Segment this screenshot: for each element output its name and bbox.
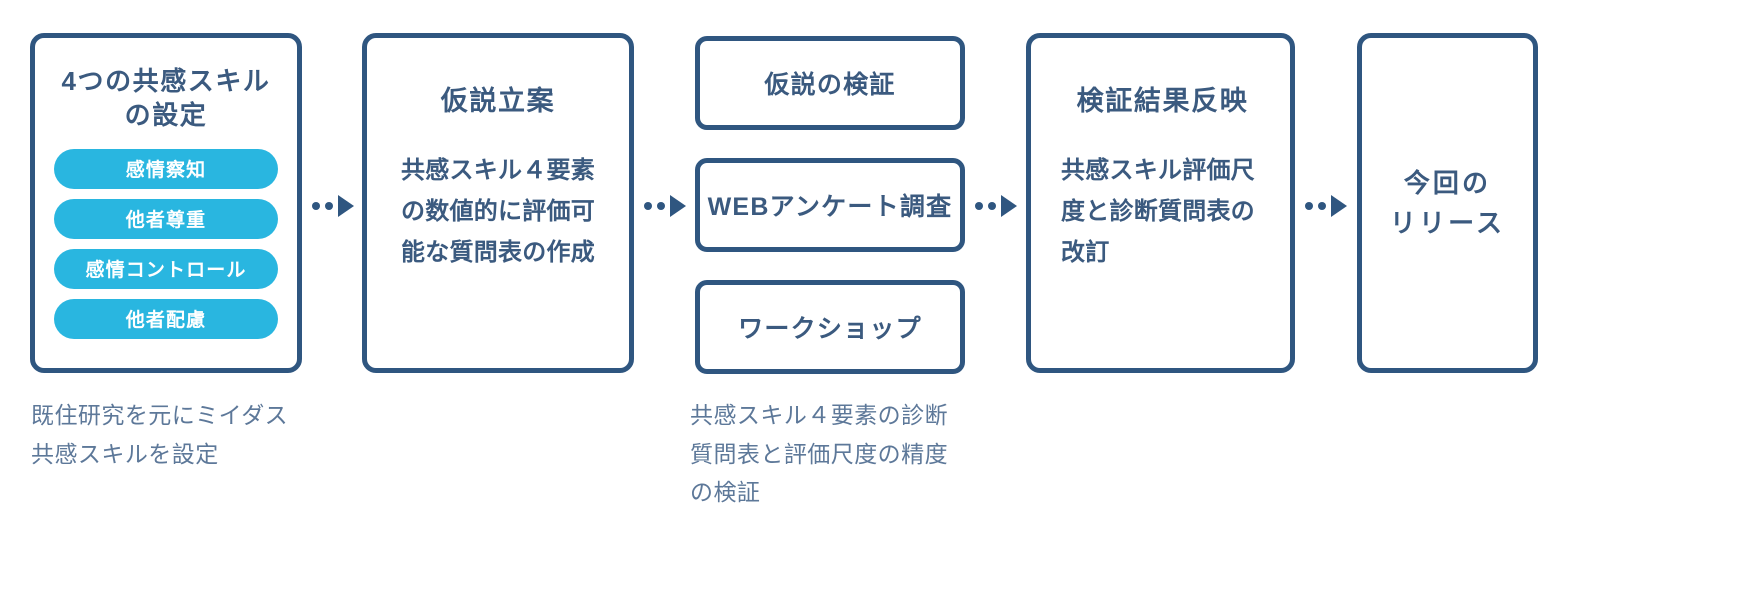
skill-pill-respect-others: 他者尊重 bbox=[54, 198, 278, 239]
flow-step-hypothesis-body: 共感スキル４要素 の数値的に評価可 能な質問表の作成 bbox=[401, 156, 595, 267]
connector-arrow-2 bbox=[644, 195, 686, 217]
flow-step-hypothesis-verification: 仮説の検証 bbox=[695, 36, 965, 130]
connector-arrow-1 bbox=[312, 195, 354, 217]
arrow-head-icon bbox=[1001, 195, 1017, 217]
flow-step-web-survey: WEBアンケート調査 bbox=[695, 158, 965, 252]
caption-skills: 既住研究を元にミイダス 共感スキルを設定 bbox=[31, 402, 289, 467]
flow-step-release: 今回の リリース bbox=[1357, 33, 1538, 373]
flow-step-skills-title: 4つの共感スキル の設定 bbox=[61, 66, 271, 131]
arrow-dot-icon bbox=[312, 202, 320, 210]
flow-step-skills: 4つの共感スキル の設定 感情察知 他者尊重 感情コントロール 他者配慮 bbox=[30, 33, 302, 373]
arrow-dot-icon bbox=[975, 202, 983, 210]
flow-step-hypothesis: 仮説立案 共感スキル４要素 の数値的に評価可 能な質問表の作成 bbox=[362, 33, 634, 373]
flow-step-workshop: ワークショップ bbox=[695, 280, 965, 374]
arrow-head-icon bbox=[1331, 195, 1347, 217]
flow-step-reflect-results-body: 共感スキル評価尺 度と診断質問表の 改訂 bbox=[1061, 156, 1255, 267]
flow-step-reflect-results: 検証結果反映 共感スキル評価尺 度と診断質問表の 改訂 bbox=[1026, 33, 1295, 373]
skill-pill-consideration-others: 他者配慮 bbox=[54, 298, 278, 339]
skill-pill-emotion-detection: 感情察知 bbox=[54, 148, 278, 189]
arrow-dot-icon bbox=[1318, 202, 1326, 210]
arrow-head-icon bbox=[670, 195, 686, 217]
skill-pill-emotion-control: 感情コントロール bbox=[54, 248, 278, 289]
arrow-dot-icon bbox=[325, 202, 333, 210]
arrow-head-icon bbox=[338, 195, 354, 217]
skill-pill-list: 感情察知 他者尊重 感情コントロール 他者配慮 bbox=[51, 148, 281, 339]
connector-arrow-4 bbox=[1305, 195, 1347, 217]
connector-arrow-3 bbox=[975, 195, 1017, 217]
arrow-dot-icon bbox=[657, 202, 665, 210]
arrow-dot-icon bbox=[644, 202, 652, 210]
flow-step-hypothesis-title: 仮説立案 bbox=[440, 86, 556, 116]
arrow-dot-icon bbox=[1305, 202, 1313, 210]
caption-verification: 共感スキル４要素の診断 質問表と評価尺度の精度 の検証 bbox=[690, 402, 949, 506]
arrow-dot-icon bbox=[988, 202, 996, 210]
flow-step-release-title: 今回の リリース bbox=[1389, 167, 1506, 238]
flow-step-reflect-results-title: 検証結果反映 bbox=[1076, 86, 1249, 116]
